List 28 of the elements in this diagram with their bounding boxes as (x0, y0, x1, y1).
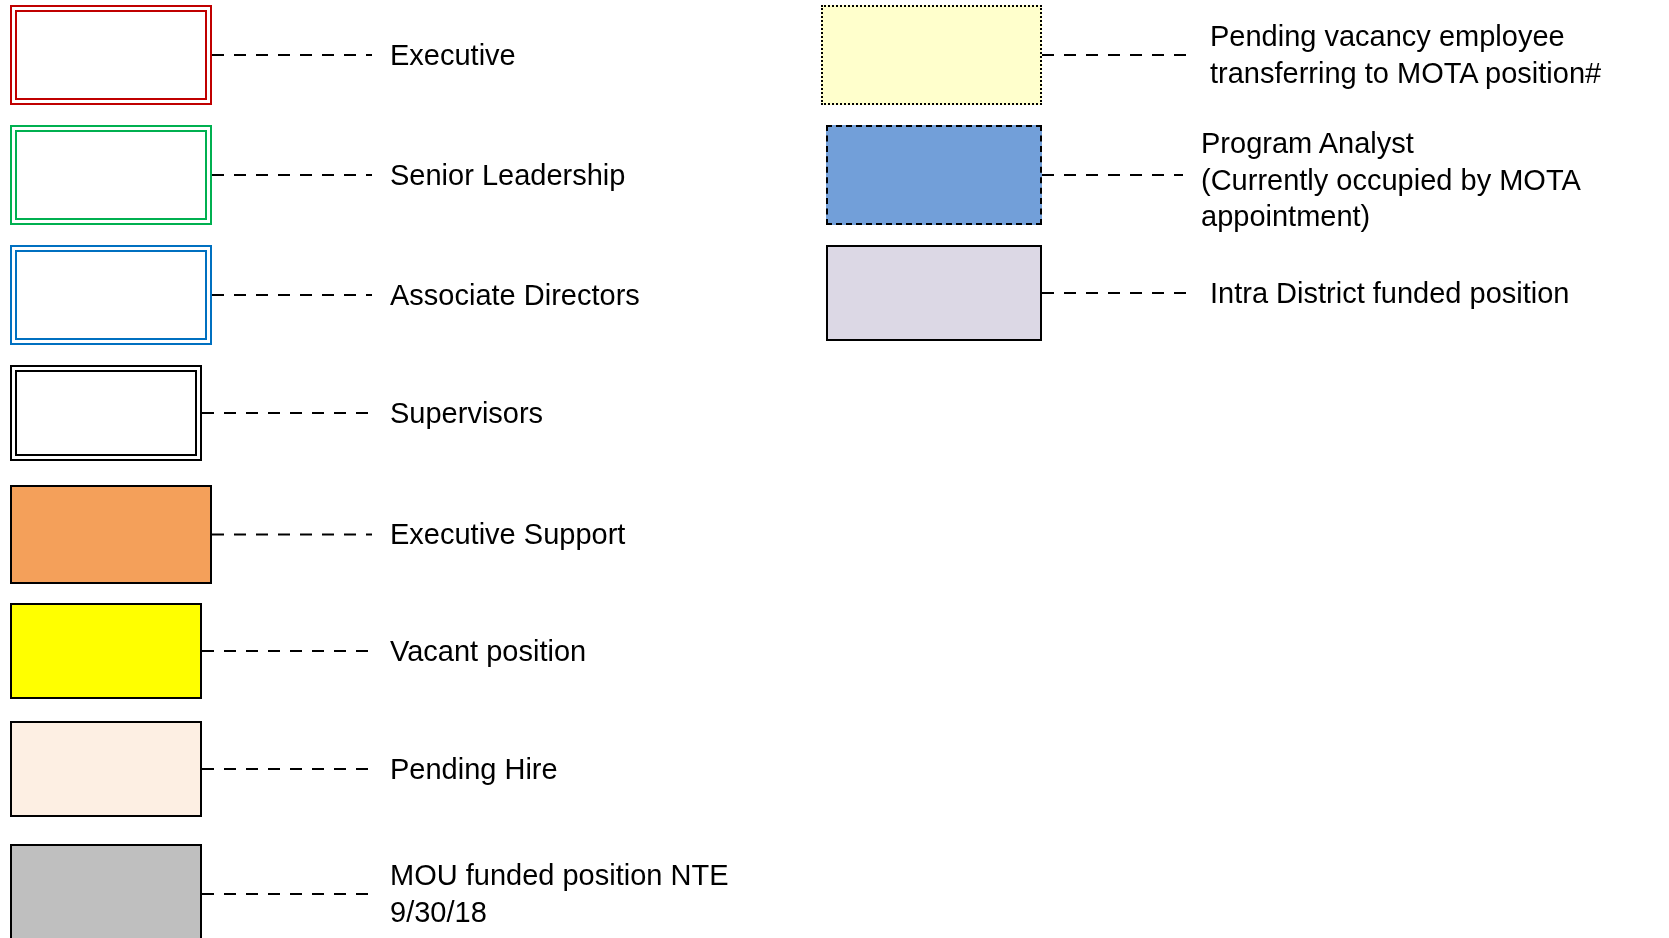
legend-sample (10, 721, 202, 817)
legend-sample (10, 365, 202, 461)
node-label: Pending vacancy employee transferring to MOTA position# (1210, 19, 1603, 91)
node-label: Program Analyst (1201, 125, 1415, 161)
legend-sample (10, 844, 202, 938)
legend-sample (826, 245, 1042, 341)
legend-sample (10, 5, 212, 105)
node-label: Vacant position (390, 633, 588, 669)
leader-line (211, 54, 373, 56)
node-label: Supervisors (390, 395, 545, 431)
node-label: Pending Hire (390, 751, 559, 787)
node-label: Executive (390, 37, 517, 73)
legend-sample (10, 485, 212, 584)
node-label: (Currently occupied by MOTA appointment) (1201, 162, 1581, 235)
leader-line (211, 294, 373, 296)
node-label: Executive Support (390, 517, 627, 553)
legend-sample (10, 245, 212, 345)
legend-sample (821, 5, 1042, 105)
leader-line (1041, 174, 1184, 176)
node-label: Intra District funded position (1210, 275, 1571, 311)
leader-line (211, 533, 373, 536)
legend-sample (10, 603, 202, 699)
node-label: MOU funded position NTE 9/30/18 (390, 858, 730, 930)
node-label: Senior Leadership (390, 157, 627, 193)
leader-line (211, 174, 373, 176)
legend-sample (826, 125, 1042, 225)
node-label: Associate Directors (390, 277, 641, 313)
legend-sample (10, 125, 212, 225)
